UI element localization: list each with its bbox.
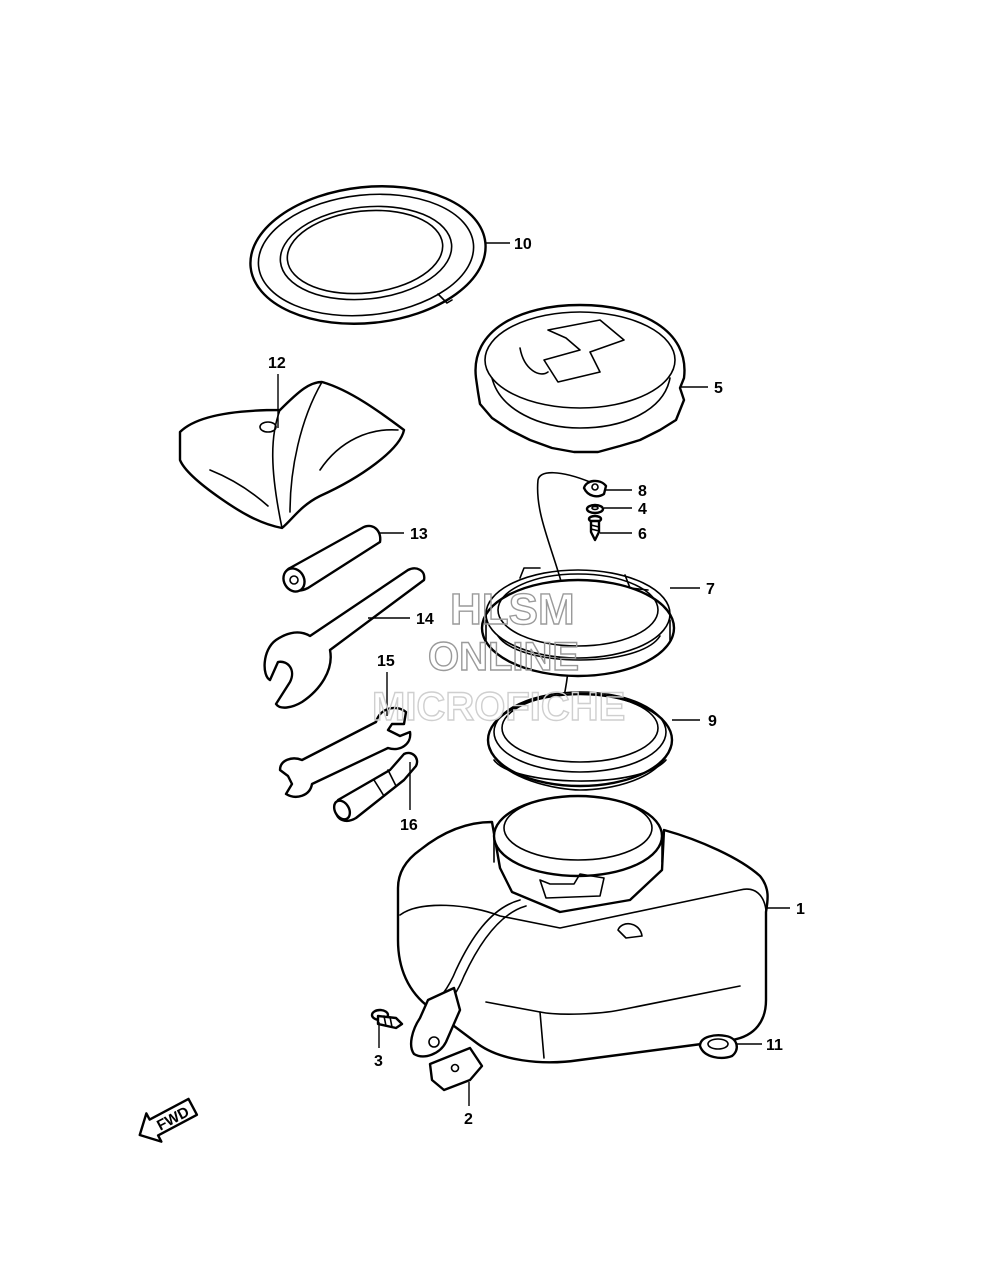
part-5-fuel-cap <box>474 303 686 454</box>
callout-10: 10 <box>514 236 532 253</box>
callout-11: 11 <box>766 1037 783 1054</box>
callout-12: 12 <box>268 355 286 372</box>
part-11-grommet <box>698 1034 738 1060</box>
callout-14: 14 <box>416 611 434 628</box>
part-8-clip <box>582 479 608 498</box>
fwd-arrow: FWD <box>138 1097 199 1143</box>
tether-cord <box>536 471 591 761</box>
part-15-wrench <box>278 706 412 798</box>
leader-lines <box>277 242 790 1106</box>
part-14-spanner <box>263 567 426 709</box>
callout-4: 4 <box>638 501 647 518</box>
part-10-gasket <box>249 185 487 325</box>
callout-9: 9 <box>708 713 717 730</box>
part-4-washer <box>585 503 605 515</box>
callout-3: 3 <box>374 1053 383 1070</box>
callout-2: 2 <box>464 1111 473 1128</box>
watermark-line-3: MICROFICHE <box>372 685 625 729</box>
fwd-arrow-icon <box>138 1097 199 1143</box>
part-2-bracket <box>428 1046 484 1092</box>
callout-8: 8 <box>638 483 647 500</box>
part-6-screw <box>587 514 603 542</box>
watermark-line-1: HLSM <box>450 585 575 634</box>
callout-labels: 10 5 8 4 6 7 9 1 11 12 13 14 15 16 3 2 <box>268 236 805 1128</box>
callout-1: 1 <box>796 901 805 918</box>
part-9-seal <box>486 691 674 791</box>
part-13-handle <box>282 524 382 593</box>
callout-15: 15 <box>377 653 395 670</box>
part-12-tool-bag <box>178 380 406 530</box>
watermark-line-2: ONLINE <box>428 635 579 679</box>
watermark: HLSM ONLINE MICROFICHE <box>371 584 626 729</box>
callout-6: 6 <box>638 526 647 543</box>
callout-13: 13 <box>410 526 428 543</box>
part-3-screw <box>370 1008 404 1030</box>
callout-5: 5 <box>714 380 723 397</box>
callout-7: 7 <box>706 581 715 598</box>
part-1-tank <box>396 794 769 1064</box>
part-7-ring <box>480 567 676 678</box>
callout-16: 16 <box>400 817 418 834</box>
